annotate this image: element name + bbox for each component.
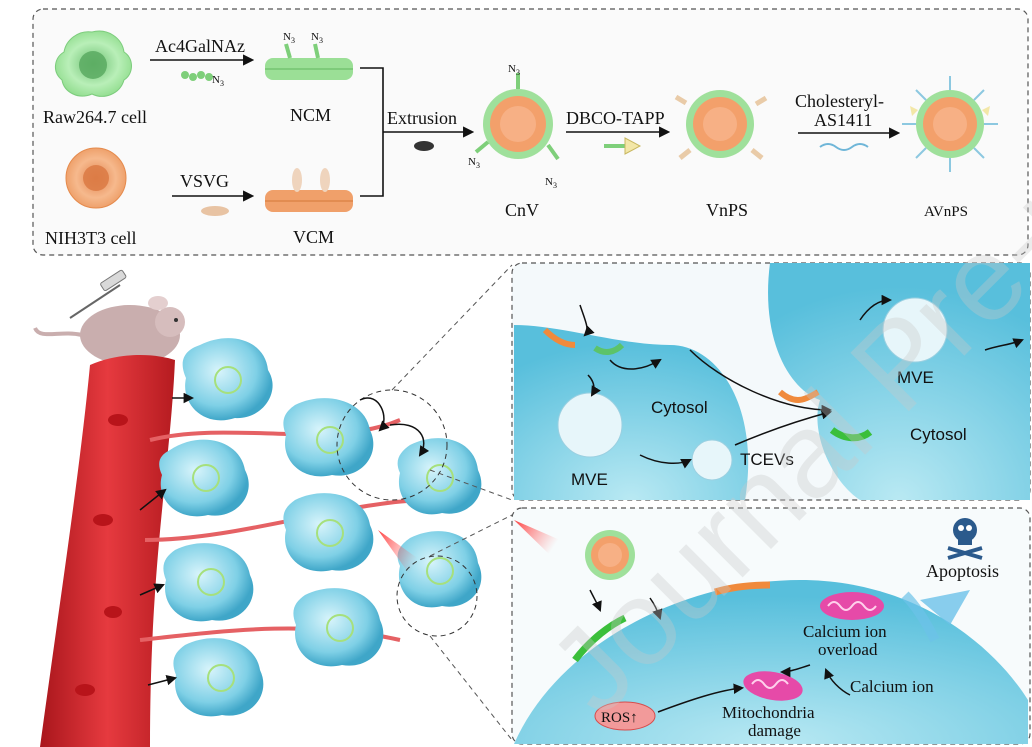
skull-icon (947, 518, 983, 560)
cholesteryl-label-line2: AS1411 (814, 110, 872, 130)
mitochondria-icon (820, 592, 884, 620)
membrane-orange-segment (713, 581, 771, 596)
tumor-cell (163, 543, 254, 622)
transport-panel-arrows (579, 294, 1024, 469)
extrusion-label: Extrusion (387, 108, 457, 128)
cytosol-right-label: Cytosol (910, 425, 967, 444)
dbco-tapp-icon (604, 137, 642, 155)
ros-label: ROS↑ (601, 710, 638, 726)
apoptosis-label: Apoptosis (926, 561, 999, 581)
dbco-tapp-label: DBCO-TAPP (566, 108, 665, 128)
tumor-cell (283, 398, 374, 477)
calcium-ion-label: Calcium ion (850, 677, 934, 696)
cytosol-left-label: Cytosol (651, 398, 708, 417)
tumor-cell (397, 438, 482, 515)
donor-cell (514, 325, 749, 500)
tumor-cell (182, 338, 273, 421)
calcium-overload-line1: Calcium ion (803, 622, 887, 641)
blood-vessel (40, 355, 175, 747)
vcm-label: VCM (293, 227, 334, 247)
calcium-overload-line2: overload (818, 640, 878, 659)
tumor-cell (159, 439, 249, 517)
transport-arrows (139, 392, 430, 686)
azido-sugar-icon (181, 71, 213, 81)
mouse-icon (33, 296, 185, 365)
target-cell (514, 580, 1028, 744)
ncm-label: NCM (290, 105, 331, 125)
ros-badge: ROS↑ (594, 701, 656, 731)
vsvg-protein-icon (201, 206, 229, 216)
zoom-line (429, 514, 513, 557)
extruder-icon (414, 141, 434, 151)
zoom-circle-transport (336, 389, 448, 501)
cholesteryl-label-line1: Cholesteryl- (795, 91, 884, 111)
laser-beam-right (514, 520, 560, 555)
mve-left-vesicle (557, 392, 623, 458)
ncm-membrane-icon (265, 43, 353, 80)
mve-right-vesicle (882, 297, 948, 363)
azide-label-ncm-2: N3 (311, 31, 323, 45)
raw264-cell-icon (55, 30, 132, 97)
ac4galnaz-label: Ac4GalNAz (155, 36, 245, 56)
damaged-mitochondria-icon (743, 671, 803, 701)
vsvg-label: VSVG (180, 171, 229, 191)
vcm-membrane-icon (265, 168, 353, 212)
zoom-line (429, 635, 513, 741)
tumor-cell (397, 531, 482, 608)
raw264-cell-label: Raw264.7 cell (43, 107, 147, 127)
cnv-label: CnV (505, 200, 539, 220)
mitochondria-damage-line2: damage (748, 721, 801, 740)
azide-label-ncm-1: N3 (283, 31, 295, 45)
azide-label-cnv-3: N3 (545, 176, 557, 190)
apoptosis-arrow (901, 590, 970, 643)
tumor-cell (173, 638, 264, 717)
death-panel-arrows (589, 589, 851, 713)
zoom-line (391, 264, 513, 391)
azide-label-cnv-1: N3 (508, 63, 520, 77)
azide-label-reagent: N3 (212, 74, 224, 88)
released-vesicle (691, 439, 733, 481)
cnv-nanoparticle-icon (474, 73, 560, 161)
zoom-line (429, 469, 513, 501)
tumor-cell (283, 493, 374, 572)
aptamer-icon (819, 143, 869, 151)
recipient-cell (768, 263, 1030, 500)
mve-left-label: MVE (571, 470, 608, 489)
tumor-cell (293, 588, 384, 667)
vnps-nanoparticle-icon (674, 90, 768, 160)
mitochondria-damage-line1: Mitochondria (722, 703, 815, 722)
laser-beam-left (378, 530, 420, 575)
vnps-label: VnPS (706, 200, 748, 220)
zoom-circle-death (396, 555, 478, 637)
nih3t3-cell-label: NIH3T3 cell (45, 228, 136, 248)
avnps-particle-death (585, 530, 635, 580)
avnps-nanoparticle-icon (902, 76, 998, 172)
avnps-label: AVnPS (924, 204, 968, 220)
syringe-icon (69, 269, 127, 319)
mve-right-label: MVE (897, 368, 934, 387)
tcevs-label: TCEVs (740, 450, 794, 469)
nih3t3-cell-icon (65, 147, 127, 209)
membrane-green-segment (572, 614, 627, 663)
azide-label-cnv-2: N3 (468, 156, 480, 170)
